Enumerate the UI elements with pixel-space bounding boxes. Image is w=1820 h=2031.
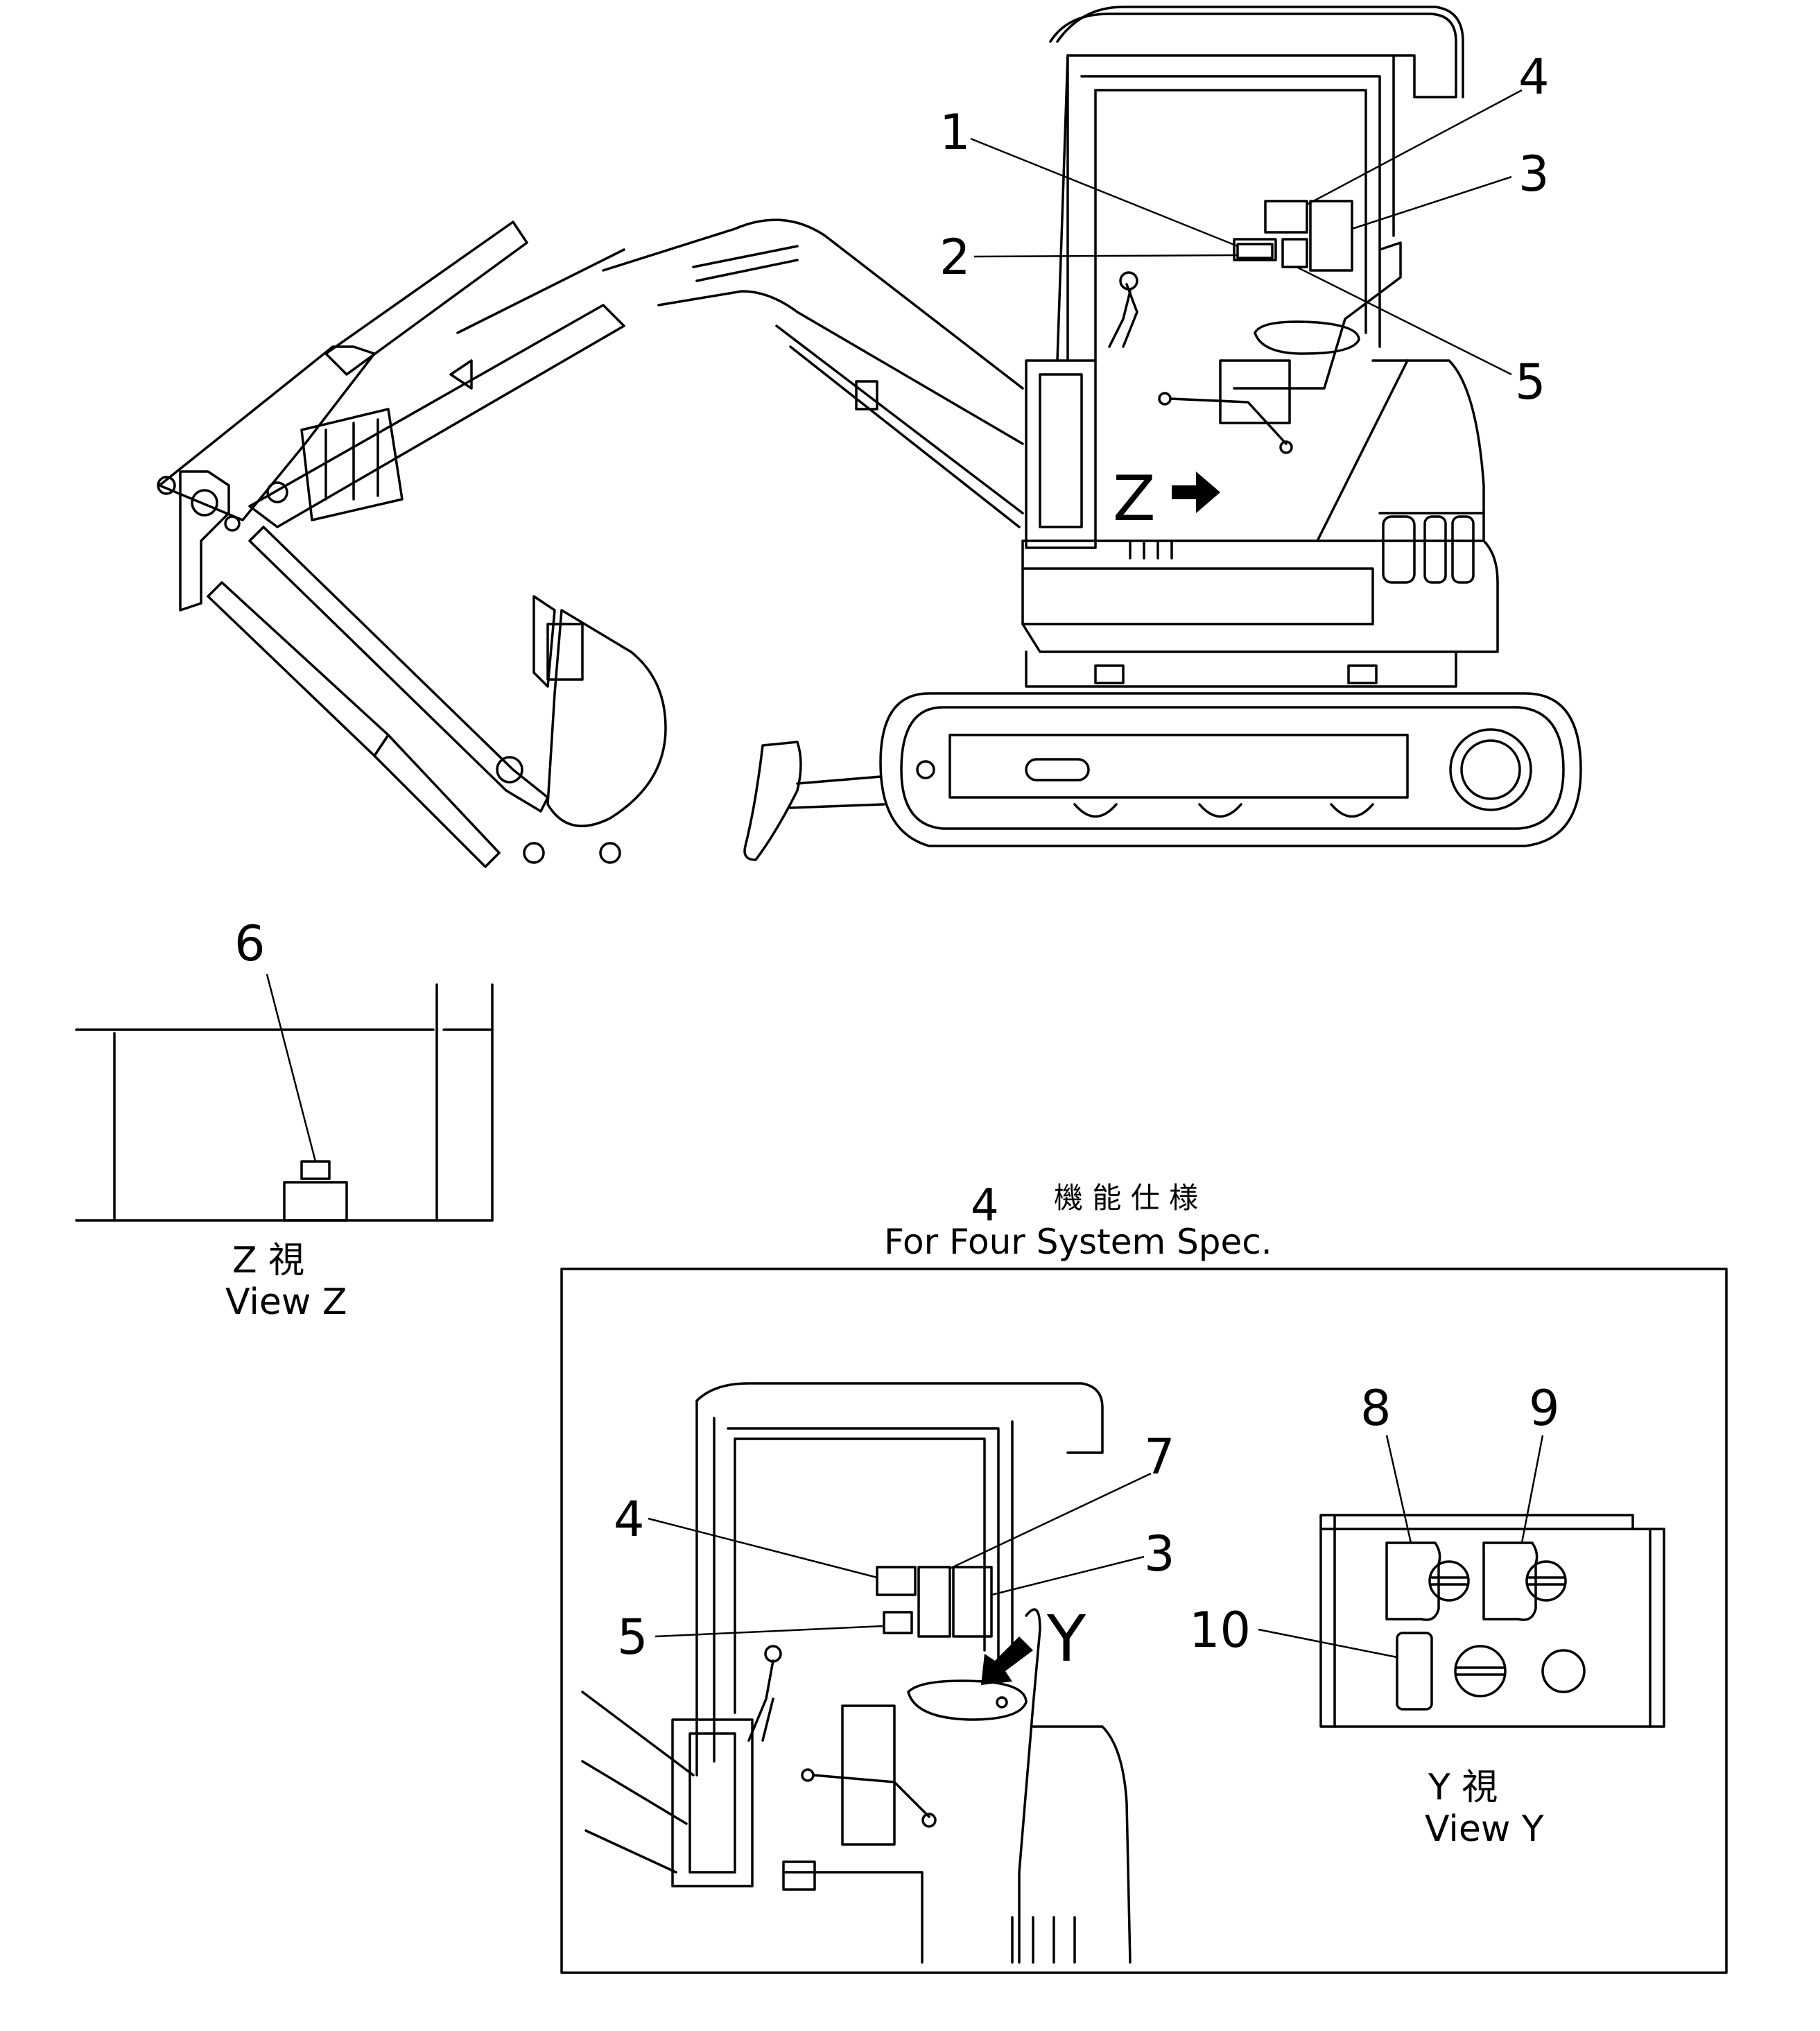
- callout-7: 7: [1144, 1428, 1175, 1485]
- plate-9: [1482, 1541, 1539, 1621]
- main-callouts: 1 2 3 4 5: [939, 49, 1550, 410]
- view-z-arrow-icon: [1172, 472, 1220, 513]
- plate-3: [1309, 200, 1353, 272]
- plate-5: [1281, 238, 1308, 268]
- callout-9: 9: [1529, 1380, 1560, 1437]
- title-en: For Four System Spec.: [884, 1222, 1272, 1262]
- view-y-marker: Y: [1046, 1602, 1086, 1676]
- plate-3b: [952, 1566, 993, 1638]
- view-z-marker: Z: [1113, 463, 1156, 535]
- excavator-side-view: Z: [157, 6, 1582, 868]
- plate-10: [1396, 1632, 1433, 1711]
- view-z-caption-jp: Z 視: [232, 1240, 304, 1281]
- callout-5: 5: [1515, 354, 1546, 410]
- callout-1: 1: [939, 104, 971, 161]
- callout-3: 3: [1518, 146, 1550, 202]
- callout-4b: 4: [614, 1491, 645, 1548]
- plate-4: [1264, 200, 1308, 234]
- four-system-cab: Y: [581, 1382, 1132, 1964]
- callout-6: 6: [234, 915, 266, 972]
- view-z-detail: 6 Z 視 View Z: [75, 915, 494, 1323]
- plate-6: [300, 1160, 331, 1180]
- plate-1: [1233, 238, 1277, 261]
- four-system-callouts: 7 4 3 5: [614, 1428, 1175, 1666]
- callout-5b: 5: [617, 1609, 648, 1666]
- main-label-plates: [1233, 200, 1353, 272]
- callout-8: 8: [1360, 1380, 1392, 1437]
- plate-7: [917, 1566, 951, 1638]
- title-jp: 機 能 仕 様: [1054, 1181, 1198, 1215]
- four-system-frame: [560, 1268, 1728, 1974]
- plate-4b: [876, 1566, 917, 1596]
- view-z-caption-en: View Z: [225, 1281, 347, 1323]
- callout-10: 10: [1189, 1602, 1251, 1659]
- view-y-caption-en: View Y: [1425, 1808, 1544, 1850]
- plate-8: [1385, 1541, 1441, 1621]
- callout-2: 2: [939, 229, 971, 286]
- plate-5b: [883, 1611, 913, 1634]
- callout-4: 4: [1518, 49, 1550, 105]
- view-y-arrow-icon: [981, 1636, 1033, 1685]
- plate-2: [1236, 243, 1274, 259]
- title-number: 4: [971, 1180, 999, 1231]
- view-y-detail: 8 9 10 Y 視 View Y: [1189, 1380, 1665, 1850]
- view-y-caption-jp: Y 視: [1428, 1767, 1498, 1808]
- four-system-title: 4 機 能 仕 様 For Four System Spec.: [884, 1180, 1272, 1262]
- view-z-block: [283, 1181, 348, 1222]
- callout-3b: 3: [1144, 1526, 1175, 1582]
